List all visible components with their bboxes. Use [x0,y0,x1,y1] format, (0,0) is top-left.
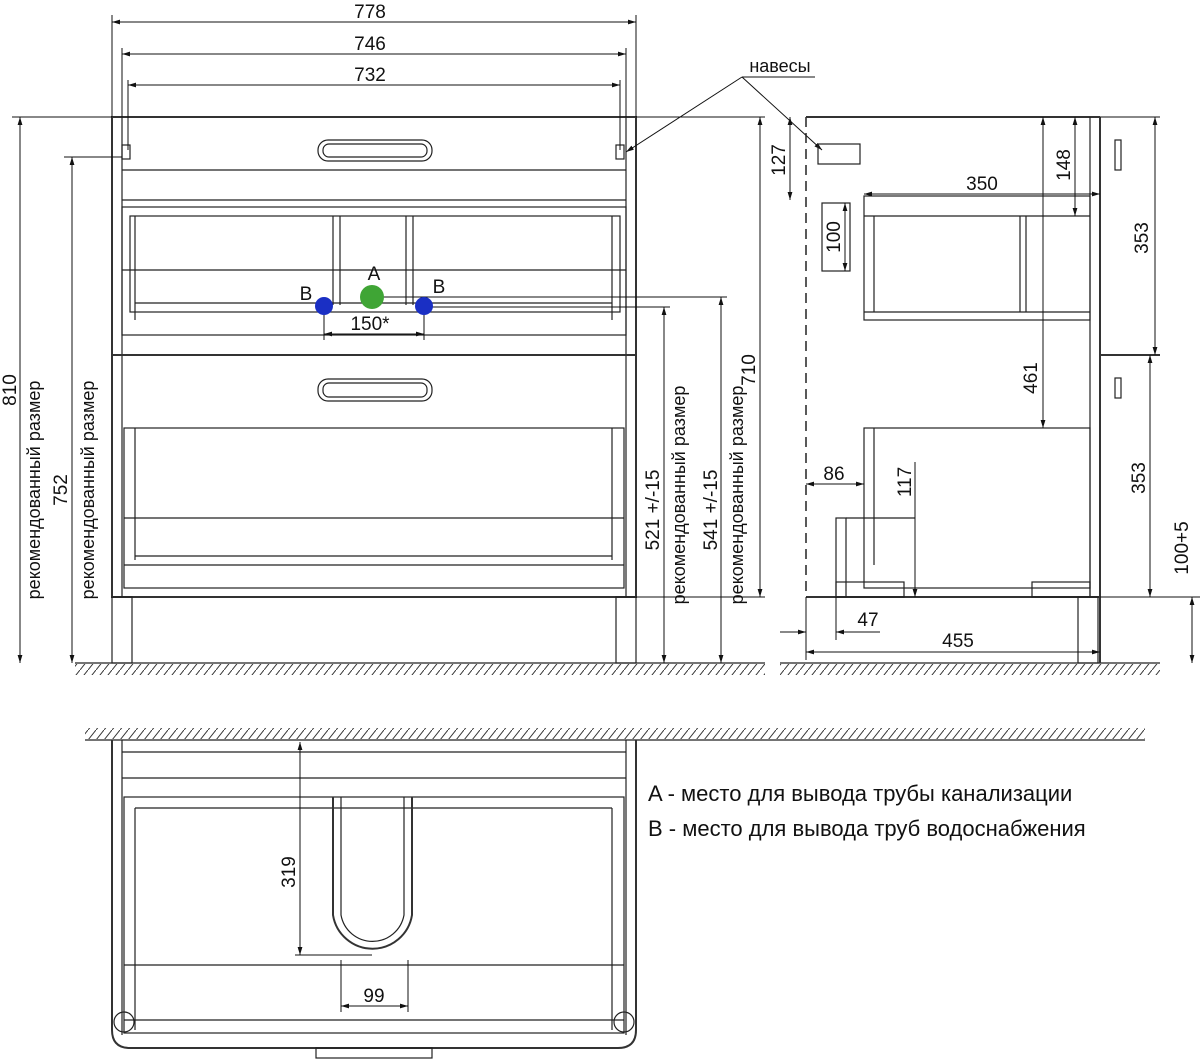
dim-521: 521 +/-15 [643,470,664,551]
dim-710: 710 [739,354,760,386]
point-b-right [415,297,433,315]
recommended-label: рекомендованный размер [727,386,747,605]
cabinet-body [111,116,637,598]
point-b-left [315,297,333,315]
hinge [817,143,861,165]
dim-353-top: 353 [1132,222,1153,254]
right-foot [615,596,637,664]
dim-732: 732 [354,65,386,86]
front-view: 778 746 732 810 рекомендованный размер 7… [0,2,823,675]
dim-350: 350 [966,174,998,195]
dim-541: 541 +/-15 [701,470,722,551]
side-view: 127 148 350 353 100 461 86 117 353 100+5… [769,116,1200,675]
plan-view: 319 99 [85,728,1145,1059]
dim-810: 810 [0,374,21,406]
dim-100: 100 [824,221,845,253]
hinges-label: навесы [749,56,810,76]
dim-99: 99 [363,986,384,1007]
left-foot [111,596,133,664]
dim-148: 148 [1054,149,1075,181]
lower-handle [317,378,433,402]
legend-a: A - место для вывода трубы канализации [648,781,1072,806]
dim-100-5: 100+5 [1172,521,1193,574]
label-b: B [433,277,446,298]
dim-778: 778 [354,2,386,23]
recommended-label: рекомендованный размер [669,386,689,605]
dim-47: 47 [857,610,878,631]
label-a: A [368,264,381,285]
upper-handle [317,139,433,162]
dim-150: 150* [350,314,390,335]
dim-127: 127 [769,144,790,176]
recommended-label: рекомендованный размер [24,381,44,600]
pipe-cutout [332,797,413,950]
point-a [360,285,384,309]
dim-319: 319 [279,856,300,888]
dim-353-bottom: 353 [1129,462,1150,494]
dim-752: 752 [51,474,72,506]
legend-b: B - место для вывода труб водоснабжения [648,816,1086,841]
dim-746: 746 [354,34,386,55]
dim-461: 461 [1021,362,1042,394]
dim-86: 86 [823,464,844,485]
label-b: B [300,284,313,305]
dim-455: 455 [942,631,974,652]
recommended-label: рекомендованный размер [78,381,98,600]
dim-117: 117 [895,467,916,497]
floor-hatch [75,664,765,675]
